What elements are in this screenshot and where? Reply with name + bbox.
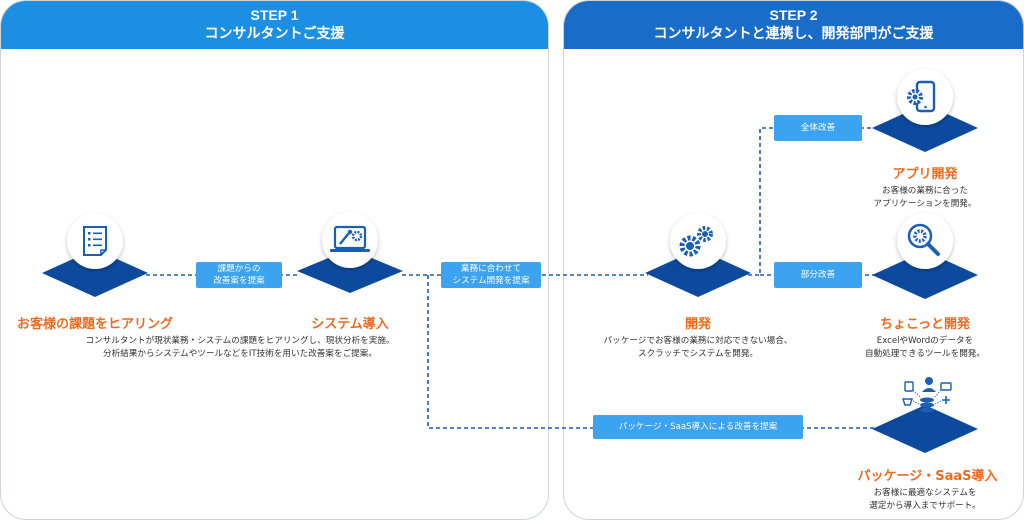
document-list-icon: [83, 226, 107, 256]
badge-custom-dev-line1: 業務に合わせて: [460, 264, 522, 274]
network-services-icon: [902, 377, 952, 413]
step2-title: コンサルタントと連携し、開発部門がご支援: [653, 26, 934, 42]
package-desc: お客様に最適なシステムを 選定から導入までサポート。: [850, 487, 1000, 512]
app-desc-line1: お客様の業務に合った: [882, 186, 968, 196]
step2-number: STEP 2: [769, 7, 818, 23]
hearing-desc-line2: 分析結果からシステムやツールなどをIT技術を用いた改善案をご提案。: [103, 348, 377, 359]
connector-system-to-package: [427, 275, 878, 429]
system-title: システム導入: [311, 317, 389, 332]
badge-partial-improve-text: 部分改善: [800, 270, 836, 280]
app-title: アプリ開発: [892, 167, 958, 182]
platform-dev: [645, 249, 751, 297]
step2-header: STEP 2 コンサルタントと連携し、開発部門がご支援: [564, 1, 1023, 49]
step1-number: STEP 1: [250, 7, 299, 23]
dev-desc-line1: パッケージでお客様の業務に対応できない場合、: [603, 336, 793, 346]
hearing-title: お客様の課題をヒアリング: [16, 317, 173, 332]
badge-custom-dev: 業務に合わせて システム開発を提案: [441, 262, 541, 288]
magnifier-gear-icon: [907, 223, 940, 256]
badge-full-improve-text: 全体改善: [800, 123, 836, 133]
platform-hearing: [42, 249, 148, 297]
badge-proposal-line1: 課題からの: [217, 264, 261, 274]
hearing-desc-line1: コンサルタントが現状業務・システムの課題をヒアリングし、現状分析を実施。: [85, 336, 395, 346]
package-title: パッケージ・SaaS導入: [857, 469, 998, 484]
platform-app: [872, 104, 978, 152]
gears-icon: [679, 226, 713, 257]
monitor-tools-icon: [330, 225, 370, 252]
badge-proposal-line2: 改善案を提案: [213, 276, 265, 286]
platform-system: [297, 249, 403, 293]
badge-full-improve: 全体改善: [774, 115, 862, 141]
step2-panel: STEP 2 コンサルタントと連携し、開発部門がご支援: [563, 0, 1024, 520]
dev-desc-line2: スクラッチでシステムを開発。: [637, 348, 759, 359]
tool-desc-line1: ExcelやWordのデータを: [876, 336, 974, 346]
badge-proposal: 課題からの 改善案を提案: [196, 262, 282, 288]
package-desc-line1: お客様に最適なシステムを: [873, 488, 977, 498]
platforms: [42, 104, 978, 453]
mobile-gear-icon: [907, 80, 936, 113]
badge-package-proposal-text: パッケージ・SaaS導入による改善を提案: [618, 422, 778, 432]
platform-tool: [872, 251, 978, 299]
tool-desc: ExcelやWordのデータを 自動処理できるツールを開発。: [840, 335, 1010, 360]
tool-desc-line2: 自動処理できるツールを開発。: [865, 348, 985, 359]
dev-desc: パッケージでお客様の業務に対応できない場合、 スクラッチでシステムを開発。: [578, 335, 818, 360]
app-desc: お客様の業務に合った アプリケーションを開発。: [850, 185, 1000, 210]
badge-package-proposal: パッケージ・SaaS導入による改善を提案: [593, 415, 803, 439]
dev-title: 開発: [684, 317, 711, 332]
step1-title: コンサルタントご支援: [204, 26, 345, 42]
hearing-desc: コンサルタントが現状業務・システムの課題をヒアリングし、現状分析を実施。 分析結…: [40, 335, 440, 360]
package-desc-line2: 選定から導入までサポート。: [869, 500, 981, 511]
badge-custom-dev-line2: システム開発を提案: [452, 276, 530, 286]
step1-header: STEP 1 コンサルタントご支援: [1, 1, 548, 49]
badge-partial-improve: 部分改善: [774, 262, 862, 288]
platform-package: [872, 405, 978, 453]
tool-title: ちょこっと開発: [879, 317, 971, 332]
app-desc-line2: アプリケーションを開発。: [873, 198, 977, 209]
